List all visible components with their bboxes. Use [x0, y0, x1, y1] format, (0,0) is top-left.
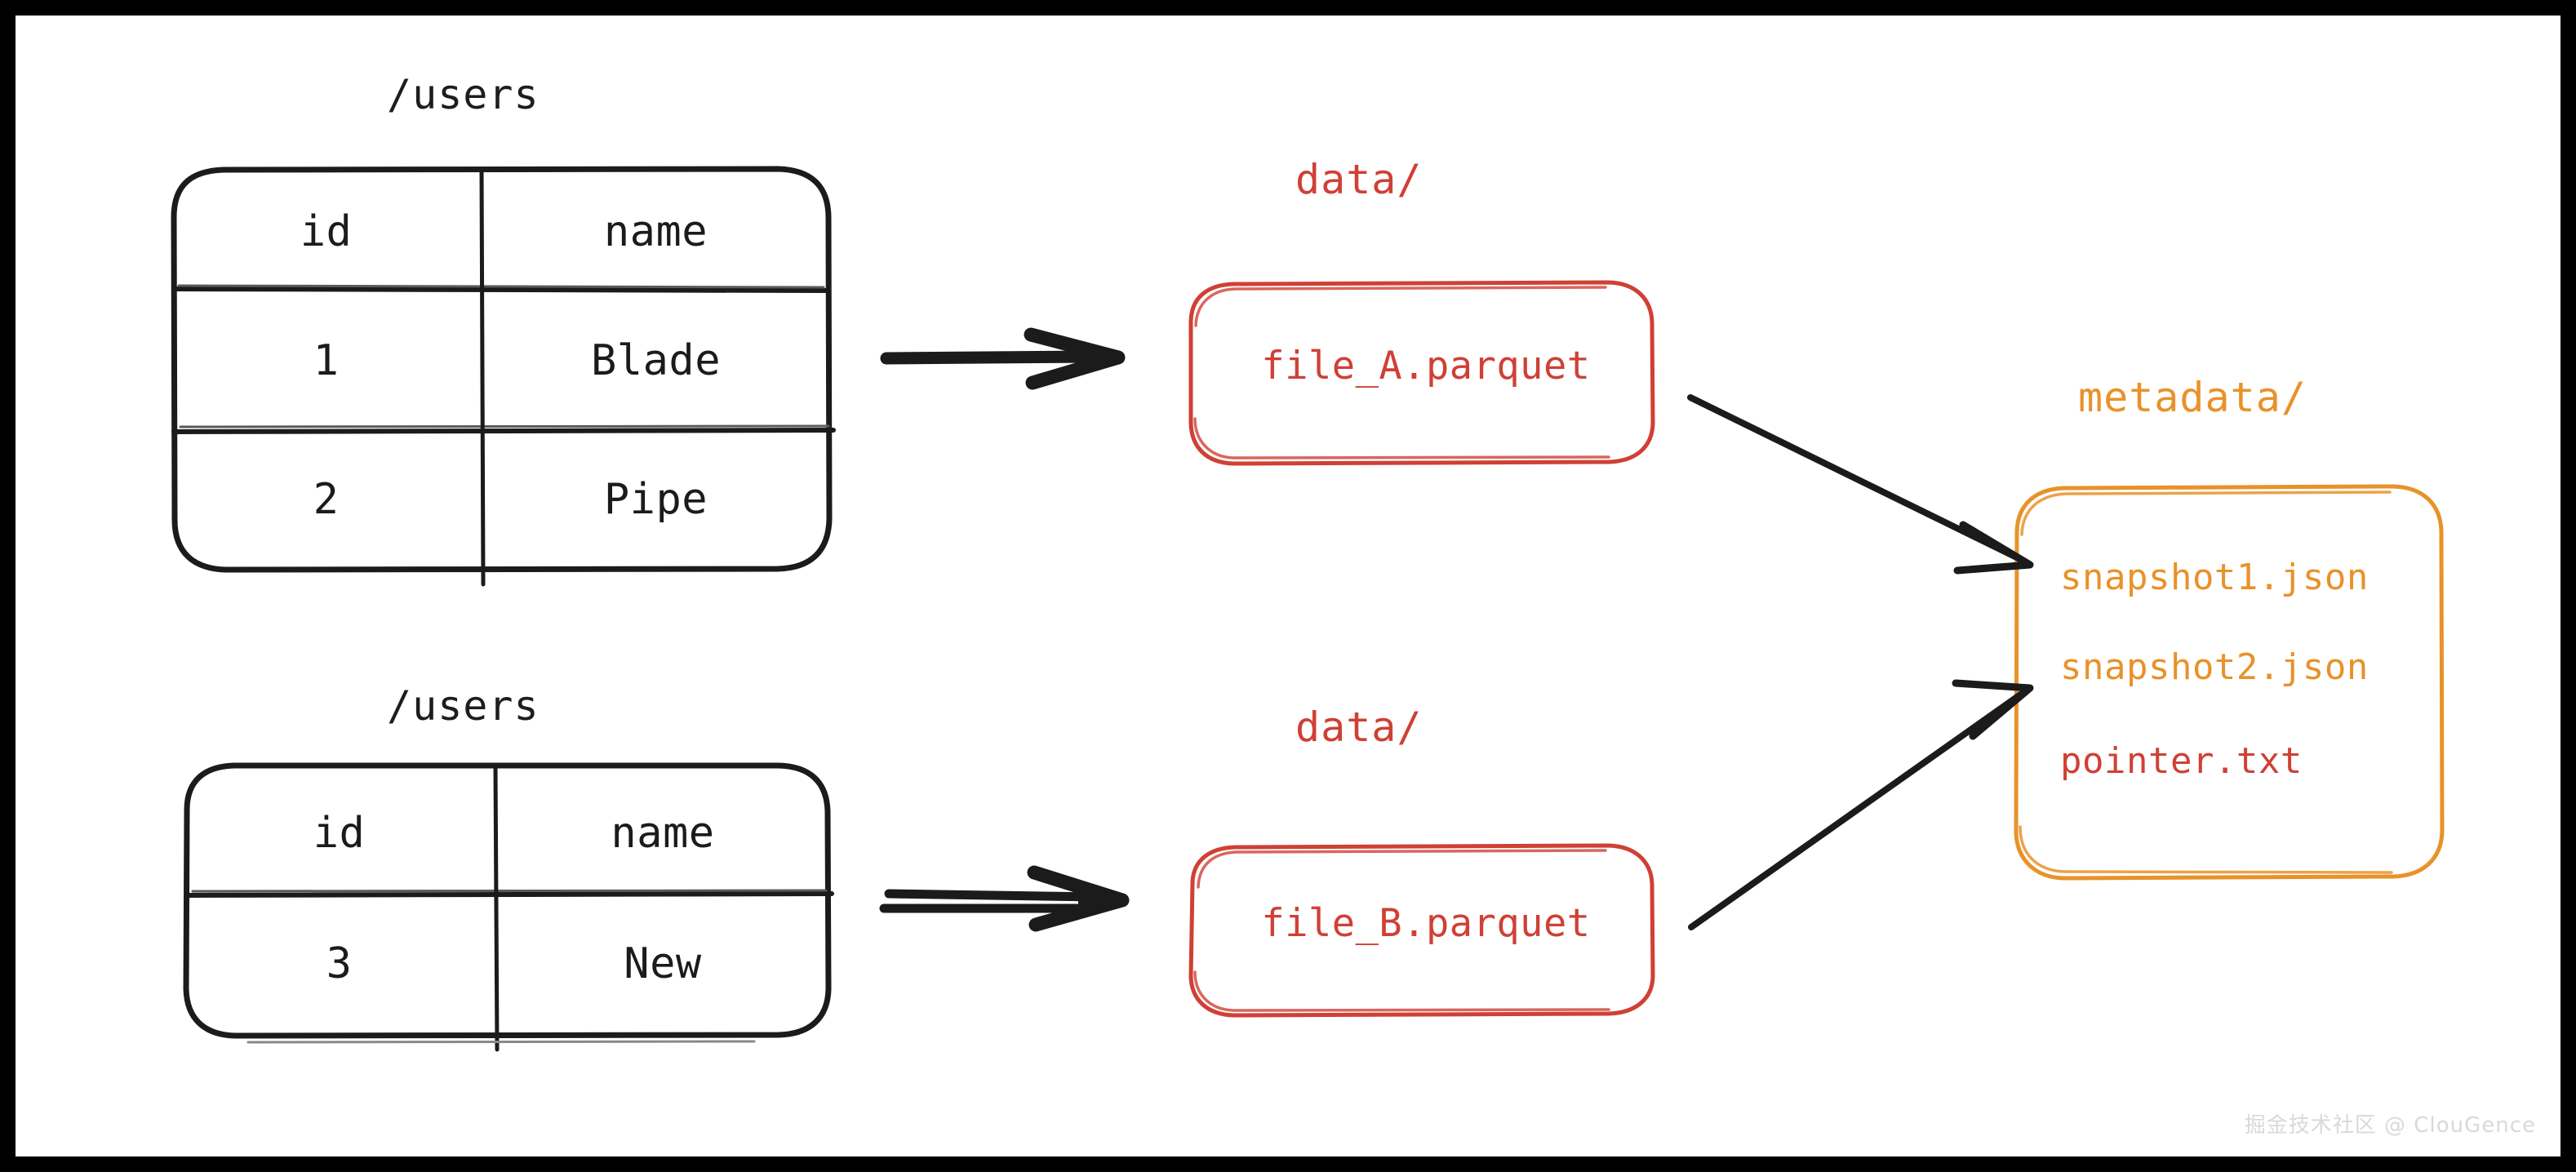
file-b-box-outline [1188, 843, 1655, 1018]
data-dir-1-label: data/ [1295, 156, 1423, 203]
file-box-file-b[interactable]: file_B.parquet [1184, 841, 1658, 1018]
metadata-item-snapshot1[interactable]: snapshot1.json [2060, 557, 2369, 598]
users-table-1: id name 1 Blade 2 Pipe [171, 166, 836, 587]
arrow-filea-to-snapshot1 [1687, 394, 2034, 575]
table-1-cell-name-2: Pipe [603, 474, 708, 524]
table-1-cell-id-2: 2 [313, 474, 340, 524]
table-1-outline [171, 166, 836, 587]
table-2-header-id: id [313, 809, 366, 858]
table-2-cell-id-1: 3 [326, 939, 353, 988]
table-2-cell-name-1: New [624, 939, 702, 988]
table-1-cell-id-1: 1 [313, 335, 340, 385]
metadata-item-snapshot2[interactable]: snapshot2.json [2060, 646, 2369, 688]
file-a-box-outline [1188, 280, 1655, 466]
arrow-fileb-to-snapshot2 [1688, 679, 2034, 930]
table-1-cell-name-1: Blade [590, 335, 722, 385]
table-2-title: /users [387, 682, 540, 730]
metadata-box[interactable]: snapshot1.json snapshot2.json pointer.tx… [2010, 481, 2450, 881]
arrow-table2-to-fileb [879, 865, 1130, 932]
table-1-header-name: name [603, 207, 708, 256]
data-dir-2-label: data/ [1295, 704, 1423, 751]
watermark: 掘金技术社区 @ ClouGence [2244, 1113, 2536, 1138]
table-1-header-id: id [300, 207, 353, 256]
metadata-dir-label: metadata/ [2078, 374, 2307, 421]
file-b-label: file_B.parquet [1261, 900, 1591, 946]
users-table-2: id name 3 New [183, 762, 836, 1052]
arrow-table1-to-filea [880, 327, 1126, 390]
file-box-file-a[interactable]: file_A.parquet [1184, 278, 1658, 466]
table-1-title: /users [387, 71, 540, 118]
file-a-label: file_A.parquet [1261, 344, 1591, 388]
table-2-header-name: name [611, 809, 715, 858]
metadata-item-pointer[interactable]: pointer.txt [2060, 740, 2303, 782]
diagram-canvas: /users id name 1 Blade 2 Pipe /users [16, 16, 2560, 1156]
table-2-outline [183, 762, 834, 1052]
